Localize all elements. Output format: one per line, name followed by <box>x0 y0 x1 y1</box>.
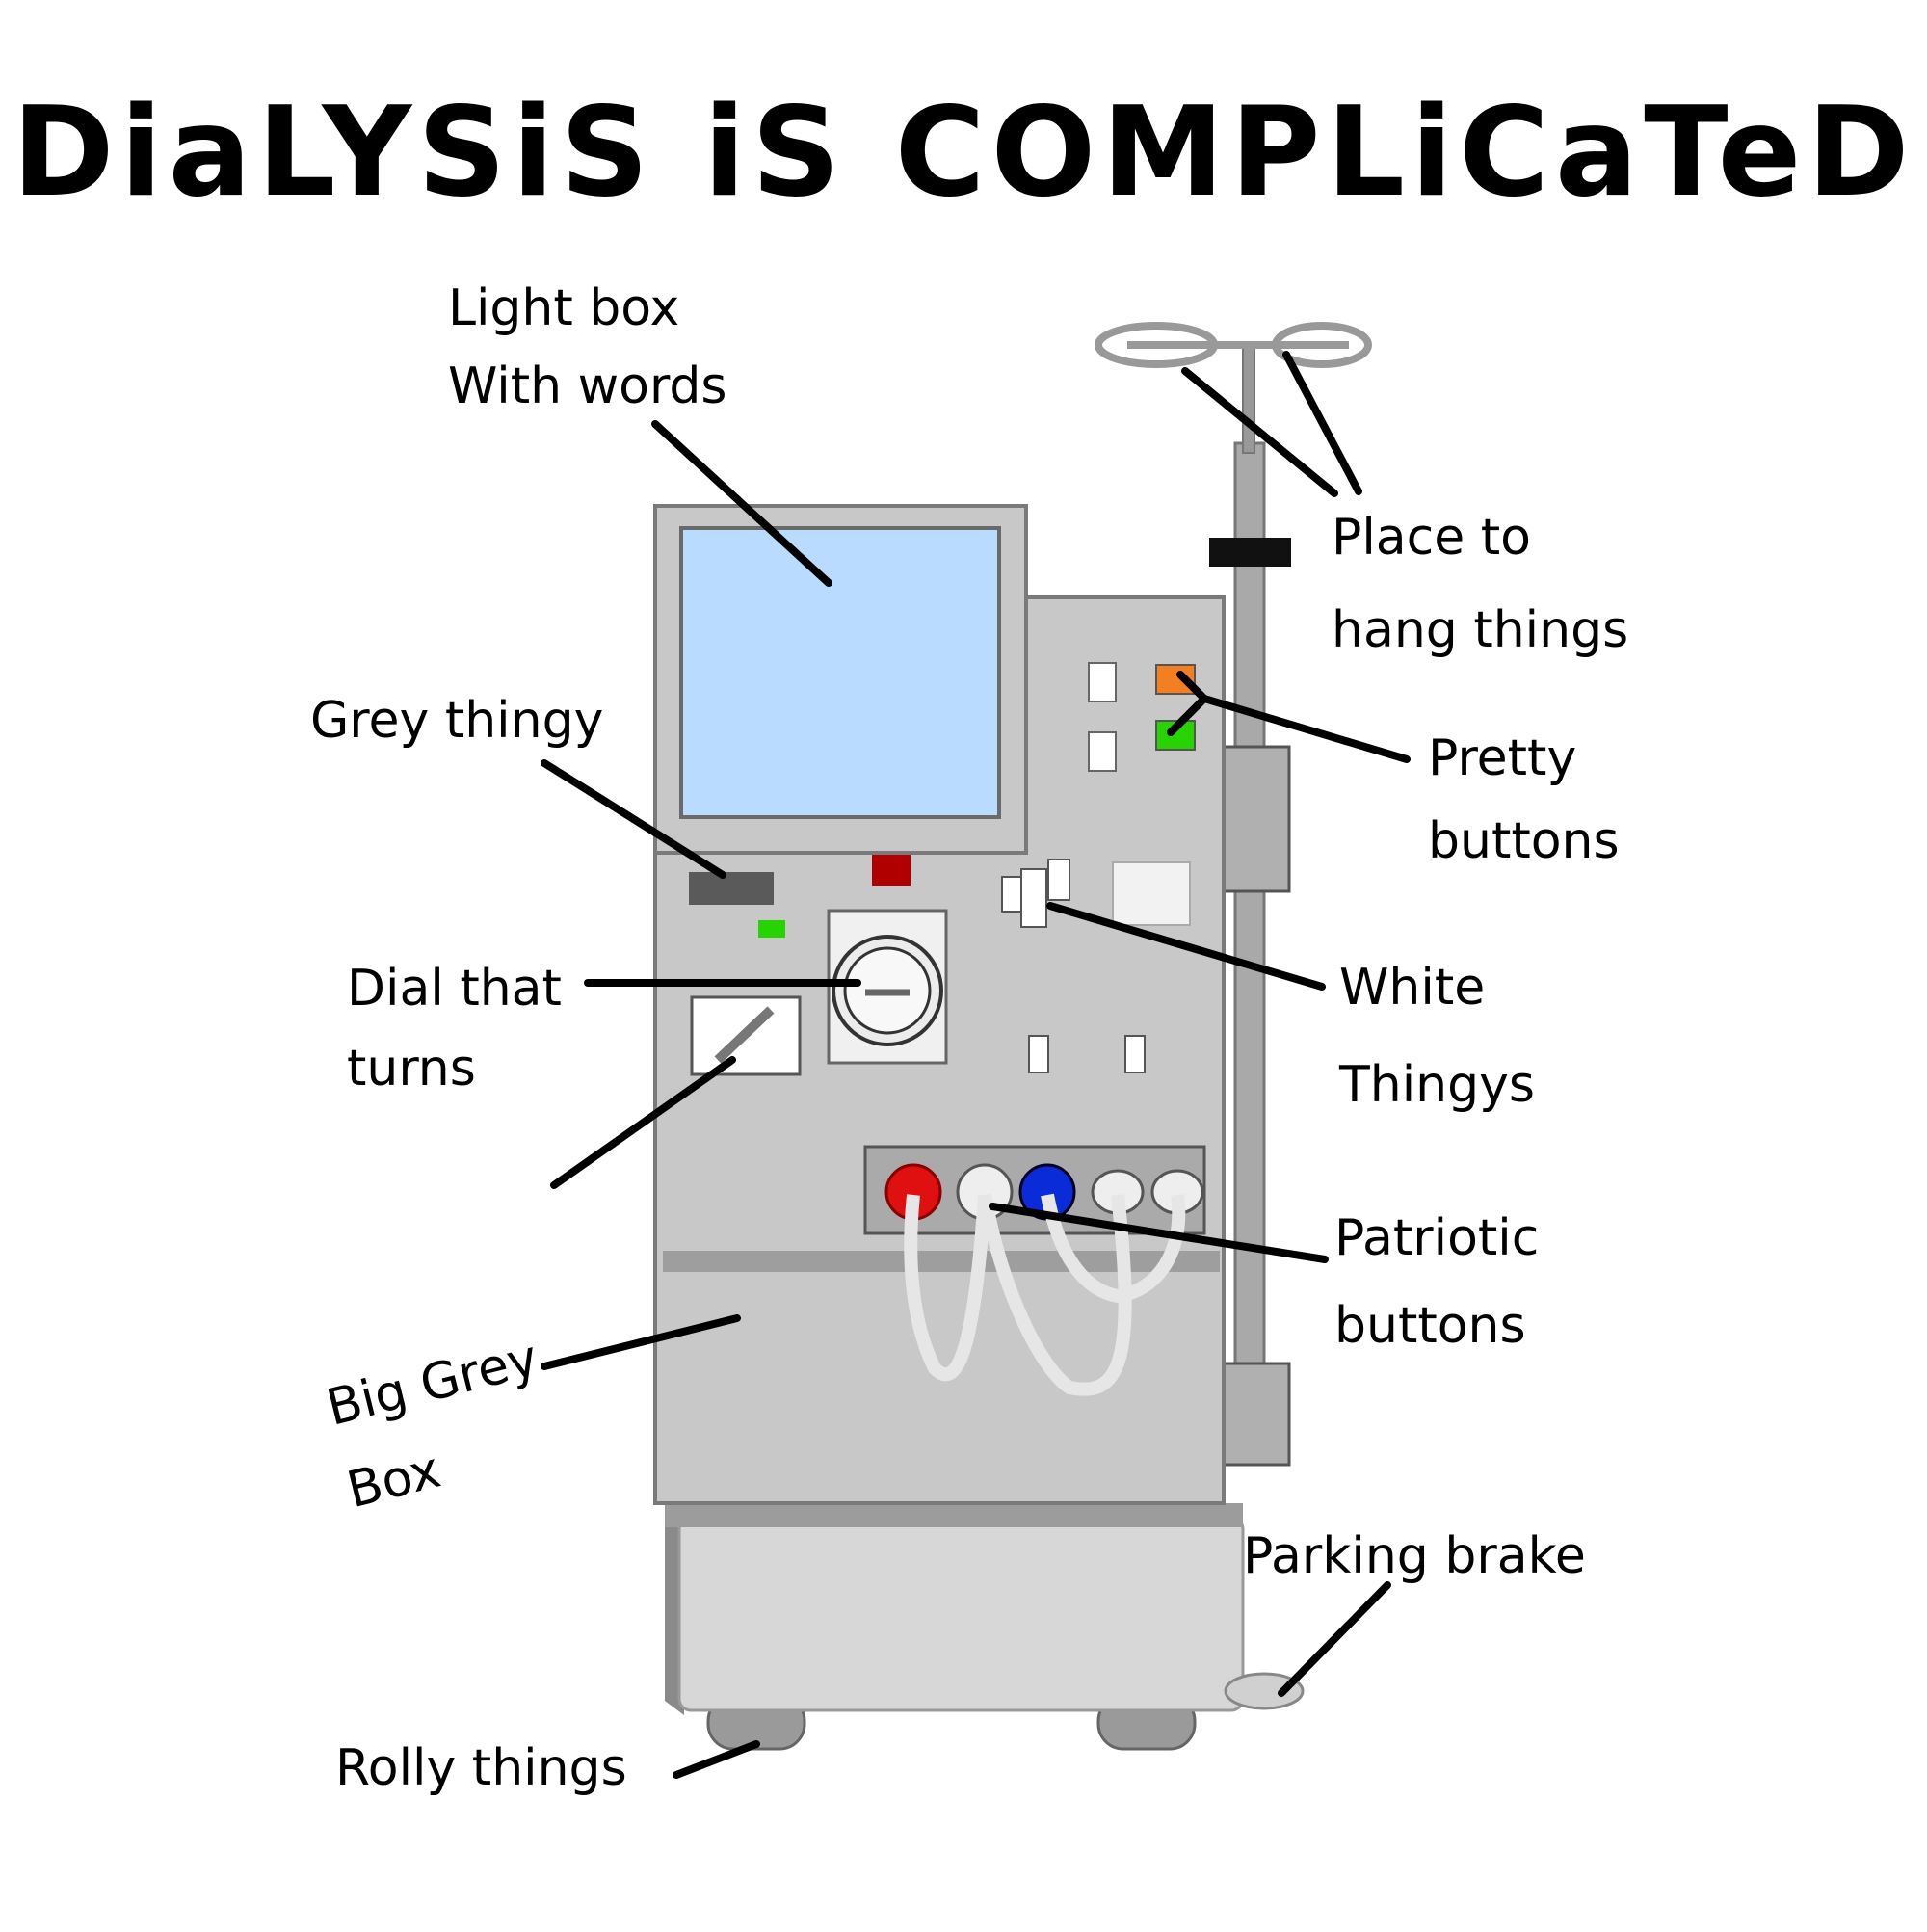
label-grey-thingy-text: Grey thingy <box>310 692 604 750</box>
label-rolly-text: Rolly things <box>335 1739 627 1797</box>
parking-brake-pedal <box>1224 1672 1305 1710</box>
page-title: DiaLYSiS iS COMPLiCaTeD <box>12 81 1915 225</box>
label-hang: Place to hang things <box>1332 491 1628 676</box>
label-light-box: Light box With words <box>448 270 727 425</box>
red-indicator <box>872 855 911 886</box>
iv-pole <box>1095 322 1372 1467</box>
hanger-ring-right <box>1272 322 1372 368</box>
label-parking-text: Parking brake <box>1243 1527 1586 1585</box>
label-white: White Thingys <box>1339 940 1535 1135</box>
label-dial-line2: turns <box>347 1040 476 1098</box>
label-patriotic-line1: Patriotic <box>1334 1209 1540 1267</box>
label-white-line1: White <box>1339 959 1486 1017</box>
hanger-ring-left <box>1095 322 1218 368</box>
label-grey-thingy: Grey thingy <box>310 682 603 760</box>
leader-big-grey <box>541 1314 741 1370</box>
base-unit <box>665 1503 1305 1751</box>
label-pretty-line1: Pretty <box>1428 729 1577 787</box>
green-indicator <box>758 920 785 938</box>
leader-gauge <box>550 1056 736 1189</box>
label-patriotic: Patriotic buttons <box>1334 1195 1539 1370</box>
leader-lines <box>541 351 1411 1779</box>
grey-thingy-slot <box>689 872 774 905</box>
leader-patriotic <box>989 1203 1329 1263</box>
label-patriotic-line2: buttons <box>1334 1297 1526 1355</box>
leader-hang-a <box>1181 367 1338 497</box>
dial <box>827 909 948 1065</box>
label-pretty: Pretty buttons <box>1428 718 1620 884</box>
label-parking: Parking brake <box>1243 1518 1586 1596</box>
label-hang-line1: Place to <box>1332 509 1531 567</box>
label-dial: Dial that turns <box>347 949 562 1109</box>
leader-rolly <box>673 1740 760 1779</box>
label-white-line2: Thingys <box>1339 1056 1535 1115</box>
white-thingys <box>1001 859 1070 928</box>
leader-light-box <box>651 420 832 587</box>
light-box-screen <box>679 526 1001 819</box>
label-pretty-line2: buttons <box>1428 811 1620 870</box>
leader-white <box>1046 902 1326 991</box>
label-dial-line1: Dial that <box>347 960 562 1018</box>
leader-parking <box>1278 1581 1391 1697</box>
label-light-box-line1: Light box <box>448 279 680 337</box>
label-light-box-line2: With words <box>448 357 727 415</box>
label-rolly: Rolly things <box>335 1730 627 1808</box>
leader-grey-thingy <box>541 759 726 879</box>
main-body <box>653 504 1226 1505</box>
label-hang-line2: hang things <box>1332 601 1629 660</box>
leader-pretty-b <box>1167 695 1208 736</box>
leader-hang-b <box>1282 351 1362 495</box>
